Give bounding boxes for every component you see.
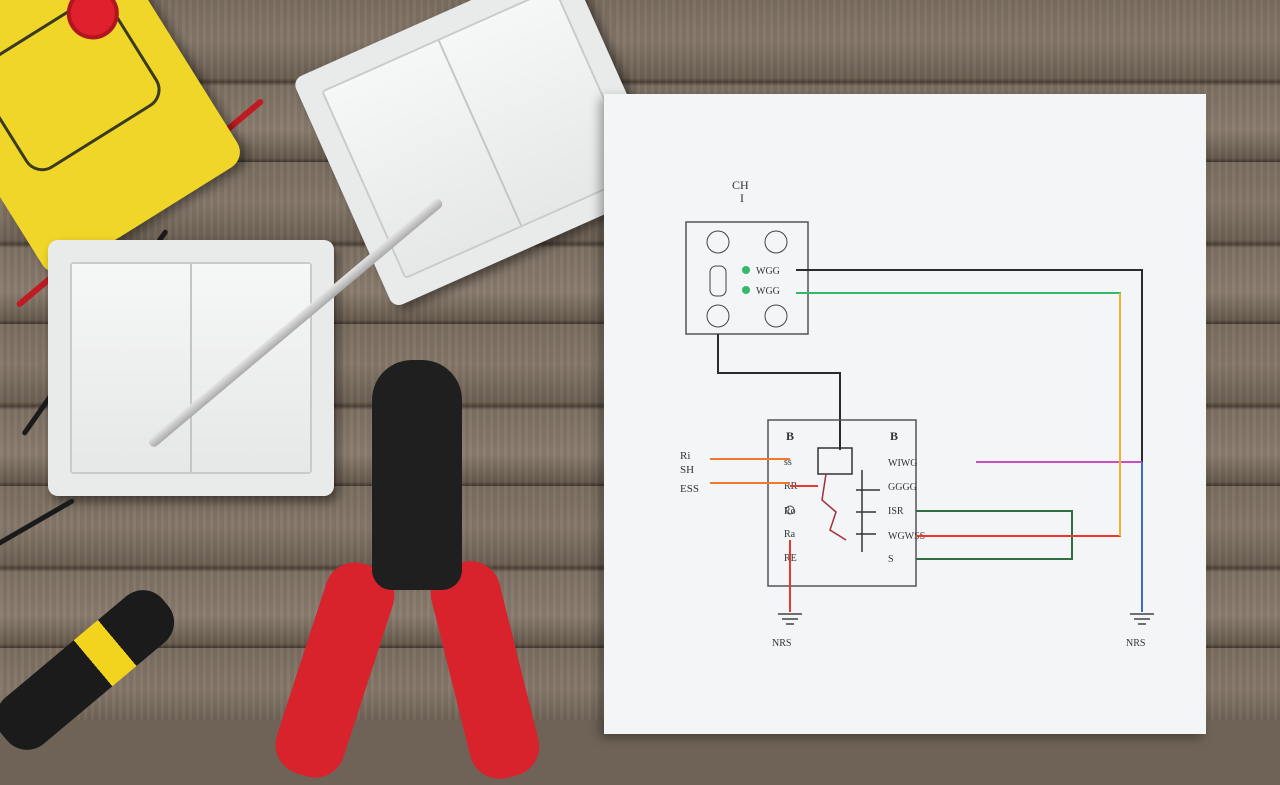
terminal-icon [764,230,788,254]
diagram-title-sub: I [740,191,744,205]
black-wire-line [717,334,841,450]
pin-label: Ra [784,529,796,540]
switch-rocker-right [192,264,310,472]
output-label: WIWG [888,458,917,469]
upper-box-label: WGG [756,266,780,277]
wiring-diagram-paper [604,94,1206,734]
terminal-icon [706,304,730,328]
switch-rocker-left [72,264,192,472]
upper-box-label: WGG [756,286,780,297]
green-terminal-icon [742,286,750,294]
output-label: WGWSS [888,531,925,542]
input-label: ESS [680,483,699,495]
upper-junction-box [685,221,809,335]
relay-coil [821,473,847,541]
wiring-diagram: CH I WGG WGG B B ss RR Ro Ra RE WIWG GGG… [680,178,1154,649]
ground-label: NRS [1126,638,1145,649]
input-label: SH [680,464,694,476]
output-label: GGGG [888,482,917,493]
lower-junction-box [767,419,917,587]
ground-icon [1130,613,1154,625]
ground-label: NRS [772,638,791,649]
ground-icon [778,613,802,625]
lower-box-header: B [786,429,794,443]
relay-component [817,447,853,475]
switch-rocker-panel [70,262,312,474]
input-label: Ri [680,450,690,462]
output-label: ISR [888,506,904,517]
lower-box-header: B [890,429,898,443]
diagram-title: CH [732,178,749,192]
light-switch-left [48,240,334,496]
pin-label: ss [784,457,792,468]
green-terminal-icon [742,266,750,274]
terminal-icon [706,230,730,254]
terminal-icon [709,265,727,297]
output-label: S [888,554,894,565]
green-wire-line [796,292,1121,537]
terminal-icon [764,304,788,328]
plier-head [372,360,462,590]
pin-label: Ro [784,506,796,517]
terminal-icon [785,505,795,515]
